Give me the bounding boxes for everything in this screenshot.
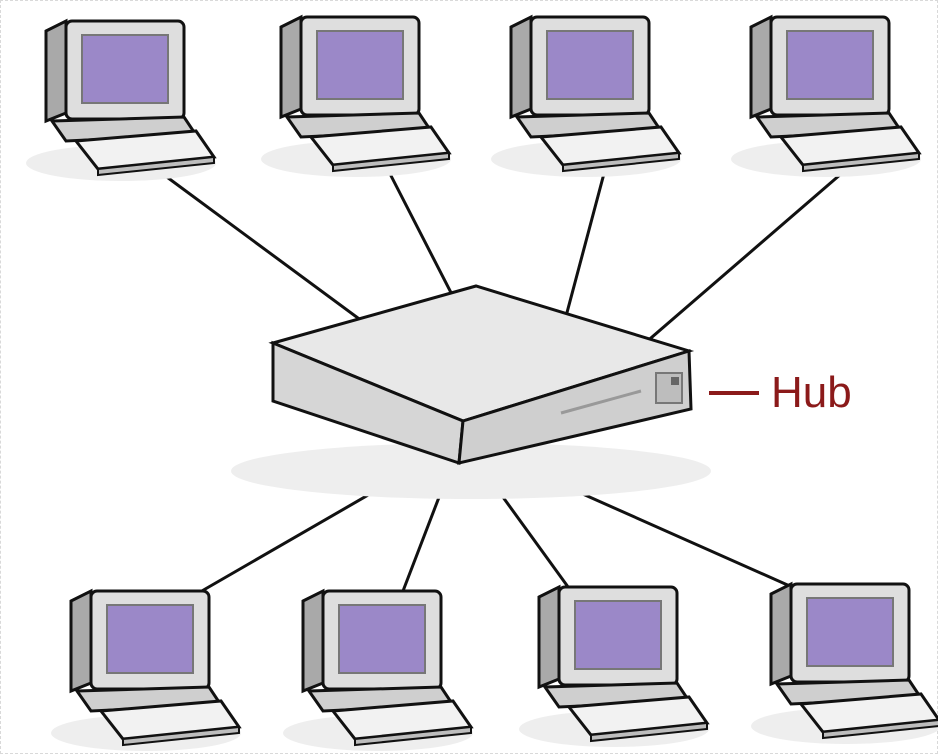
computer-bottom-2 [281,589,475,753]
computer-bottom-3 [517,585,711,749]
computer-top-4 [729,15,923,179]
hub-callout: Hub [709,371,852,415]
computer-top-3 [489,15,683,179]
hub-device [231,284,711,499]
hub-label: Hub [771,368,852,417]
hub-leader-line [709,391,759,395]
computer-top-2 [259,15,453,179]
computer-top-1 [24,19,218,183]
computer-bottom-4 [749,582,938,746]
computer-bottom-1 [49,589,243,753]
